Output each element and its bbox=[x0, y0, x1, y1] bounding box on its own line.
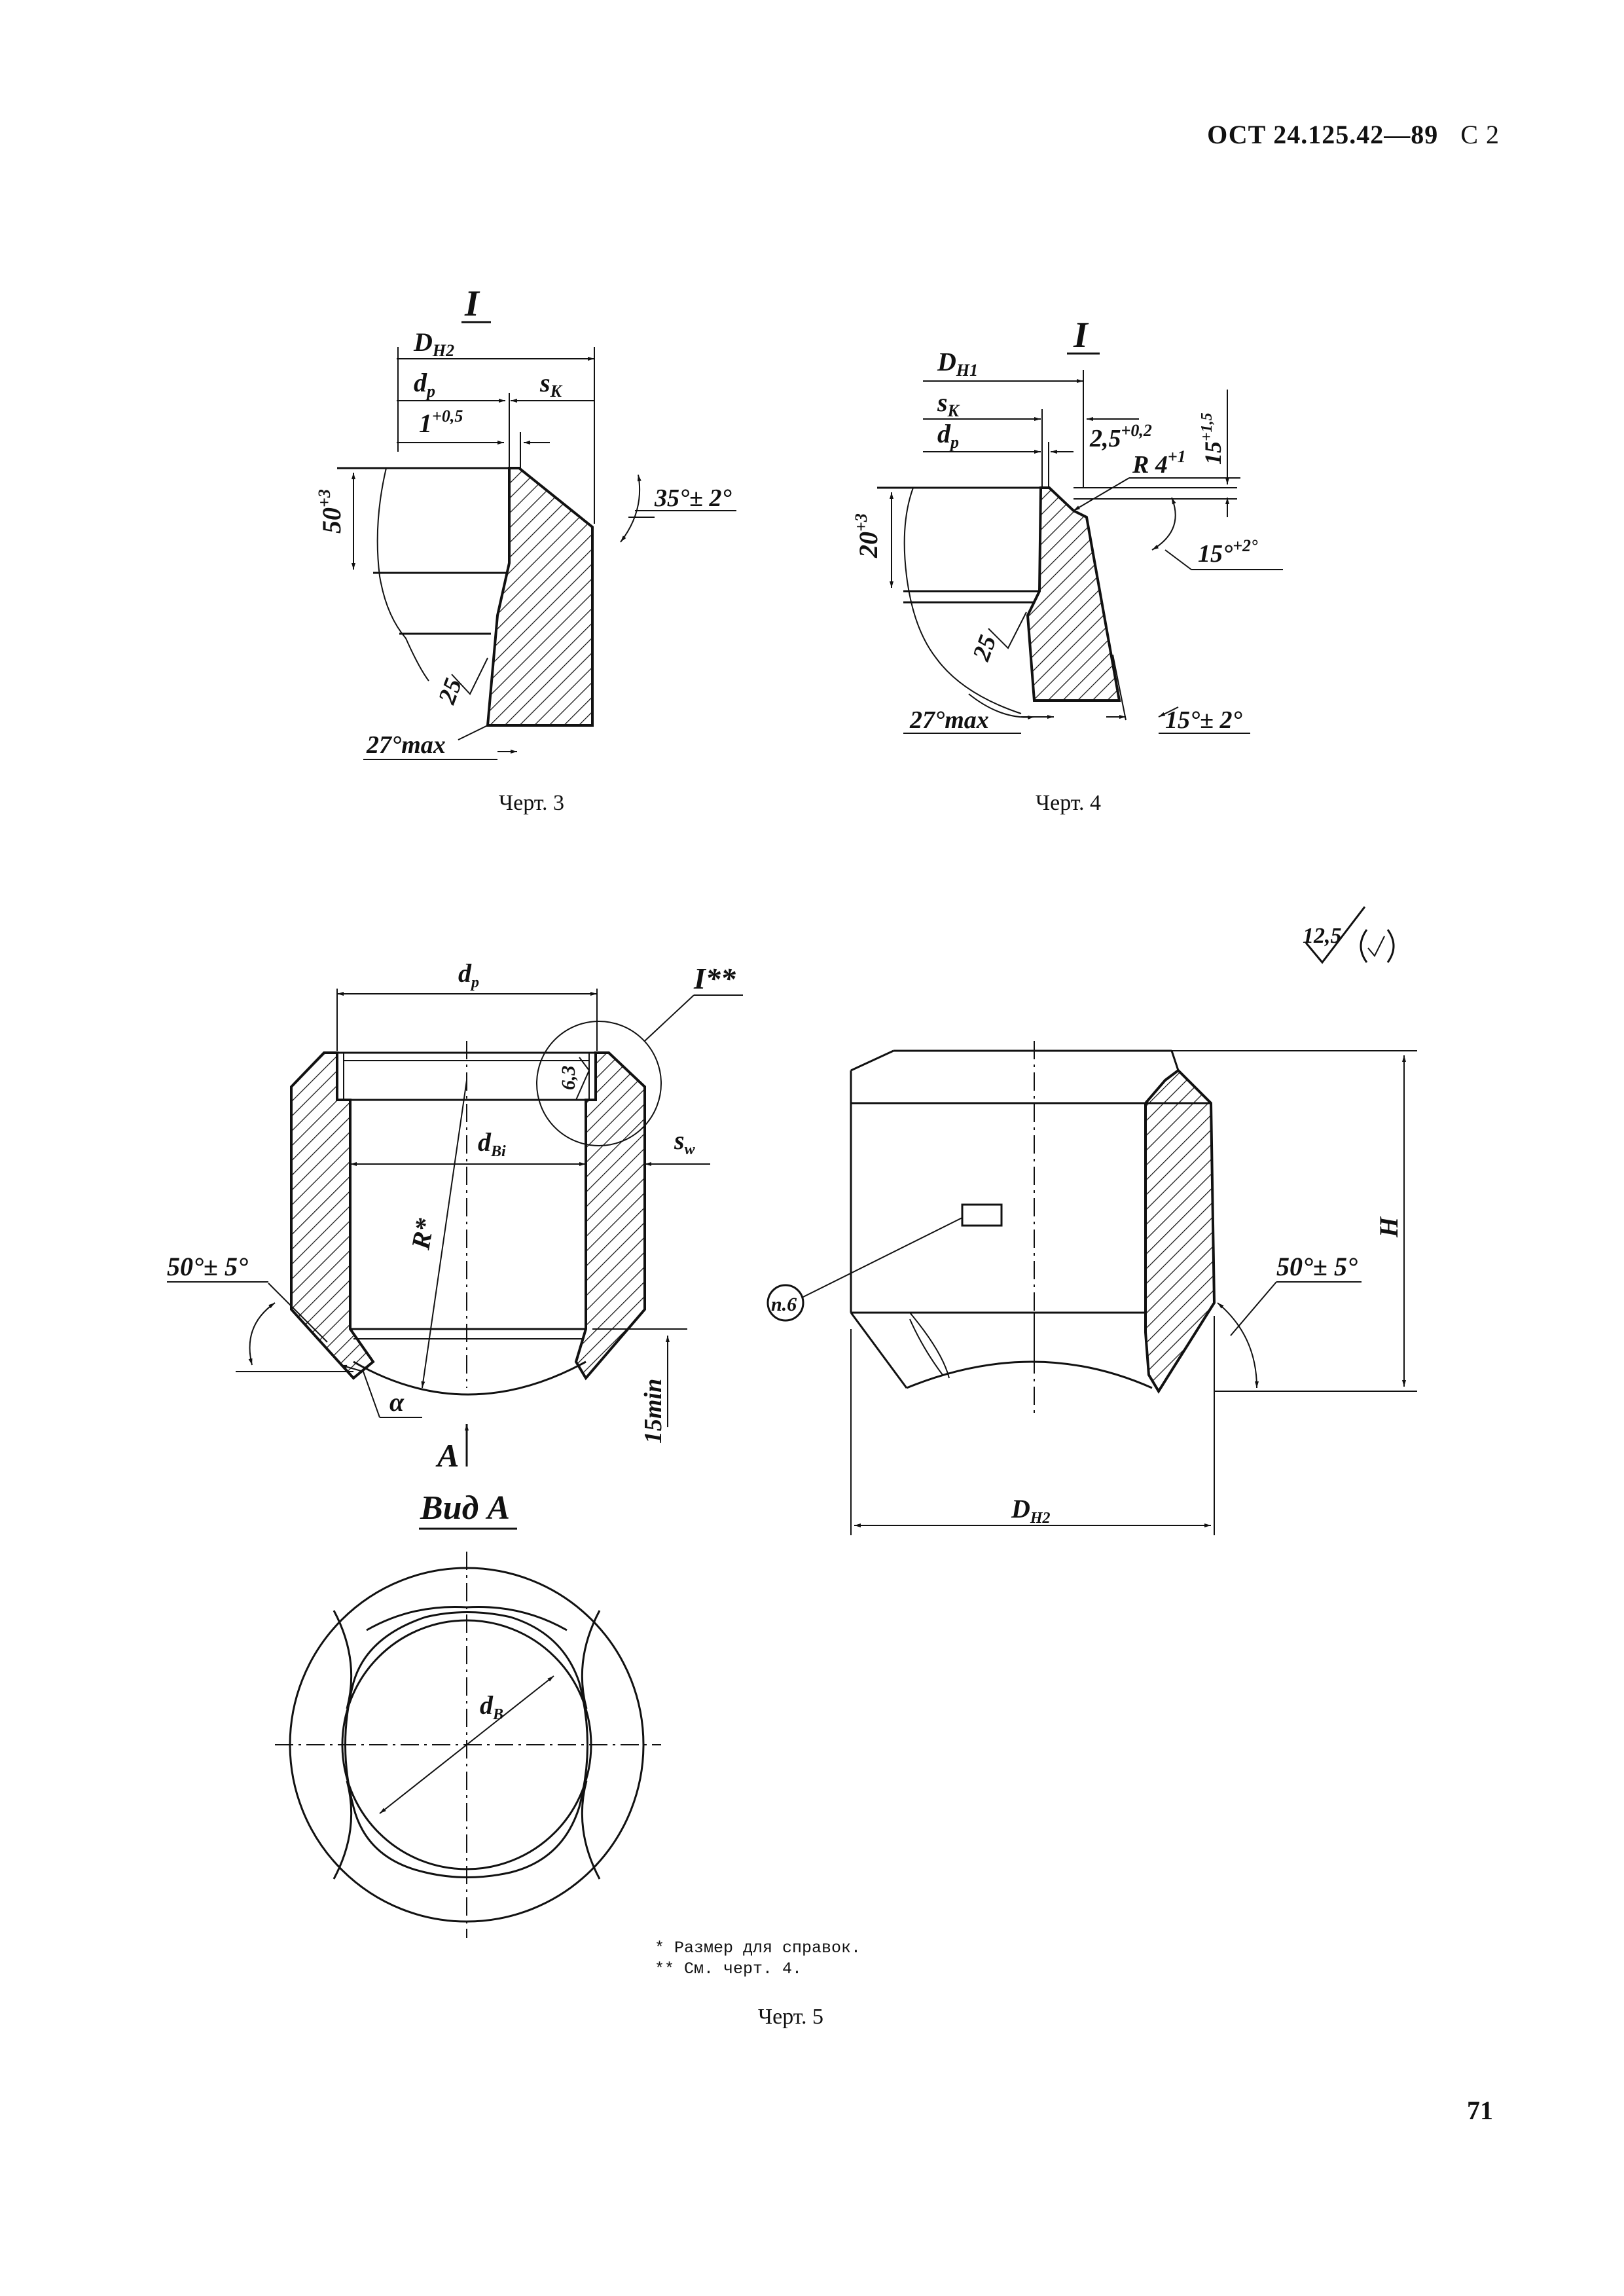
fig3-angle27-label: 27°max bbox=[366, 731, 446, 759]
fig3-tol-label: 1+0,5 bbox=[419, 407, 463, 438]
footnotes: * Размер для справок. ** См. черт. 4. bbox=[655, 1938, 861, 1980]
fig5-min15: 15min bbox=[640, 1379, 667, 1444]
figure-4: I DH1 sK dp 2,5+0,2 R 4+1 15+1,5 20+3 bbox=[852, 315, 1283, 734]
page-number: 71 bbox=[1467, 2096, 1493, 2125]
fig5-sw-label: sw bbox=[674, 1125, 696, 1158]
fig5-arrow-a: A bbox=[435, 1437, 459, 1474]
fig4-angle15a-label: 15°+2° bbox=[1198, 536, 1258, 568]
fig5-alpha: α bbox=[389, 1387, 405, 1417]
fig4-r4-label: R 4+1 bbox=[1132, 447, 1186, 479]
fig3-dp-label: dp bbox=[414, 368, 435, 401]
fig4-angle15b-label: 15°± 2° bbox=[1165, 706, 1242, 734]
fig4-sk-label: sK bbox=[937, 388, 960, 420]
figure-3: I DH2 dp sK 1+0,5 50+3 35°± 2° 2 bbox=[315, 283, 736, 760]
fig4-tol25-label: 2,5+0,2 bbox=[1089, 421, 1152, 452]
fig4-len20-label: 20+3 bbox=[852, 513, 883, 558]
fig4-caption: Черт. 4 bbox=[1036, 791, 1102, 815]
fig3-len50-label: 50+3 bbox=[315, 489, 346, 534]
fig4-dh1-label: DH1 bbox=[937, 347, 978, 380]
fig3-sk-label: sK bbox=[539, 368, 563, 401]
fig5-angle50l: 50°± 5° bbox=[167, 1252, 248, 1281]
standard-code: ОСТ 24.125.42—89 bbox=[1207, 120, 1439, 149]
fig5-i-star: I** bbox=[693, 962, 736, 995]
page-label: С 2 bbox=[1460, 120, 1500, 149]
fig4-dp-label: dp bbox=[937, 419, 959, 452]
document-header: ОСТ 24.125.42—89 С 2 bbox=[1207, 119, 1500, 150]
roughness-symbol: 12,5 bbox=[1303, 906, 1395, 964]
fig5-r63: 6,3 bbox=[558, 1066, 579, 1091]
fig5-r-star: R* bbox=[405, 1216, 440, 1252]
fig5-view-a: Вид А bbox=[420, 1489, 510, 1527]
fig3-view-mark: I bbox=[464, 283, 480, 324]
roughness-value: 12,5 bbox=[1303, 924, 1342, 948]
fig3-rough25: 25 bbox=[433, 675, 467, 708]
fig4-v15-label: 15+1,5 bbox=[1199, 412, 1226, 465]
footnote-1: * Размер для справок. bbox=[655, 1939, 861, 1958]
figure-5-half-view: п.6 H 50°± 5° DH2 bbox=[767, 1041, 1417, 1535]
fig5-angle50r: 50°± 5° bbox=[1276, 1252, 1358, 1281]
fig3-caption: Черт. 3 bbox=[499, 791, 565, 815]
view-a-db-label: dB bbox=[480, 1690, 503, 1723]
figure-5-section: dp I** dBi sw 6,3 R* bbox=[167, 958, 743, 1530]
fig5-dbi-label: dBi bbox=[478, 1127, 506, 1160]
fig5-pn6: п.6 bbox=[771, 1294, 797, 1315]
fig3-angle35-label: 35°± 2° bbox=[654, 484, 732, 512]
fig5-dp-label: dp bbox=[458, 958, 479, 991]
view-a-drawing: dB bbox=[275, 1552, 661, 1938]
fig4-view-mark: I bbox=[1073, 315, 1089, 355]
fig4-angle27-label: 27°max bbox=[909, 706, 989, 734]
fig5-dh2-label: DH2 bbox=[1011, 1494, 1051, 1527]
footnote-2: ** См. черт. 4. bbox=[655, 1959, 803, 1978]
fig5-h: H bbox=[1374, 1216, 1403, 1238]
fig3-dh2-label: DH2 bbox=[413, 327, 454, 360]
fig5-caption: Черт. 5 bbox=[758, 2005, 824, 2029]
